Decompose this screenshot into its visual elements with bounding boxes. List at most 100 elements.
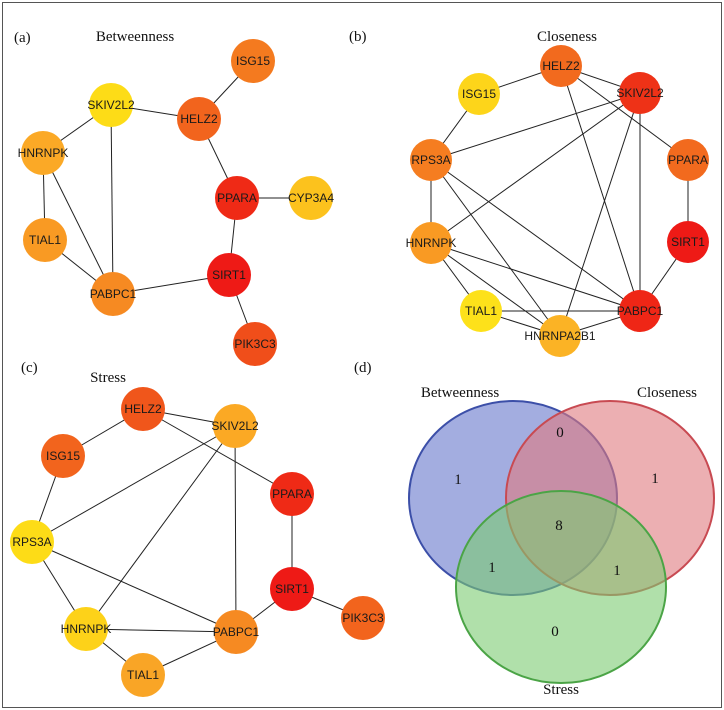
node-helz2 (121, 387, 165, 431)
venn-count-closeness-stress: 1 (613, 563, 621, 579)
panel-a-title: Betweenness (96, 29, 174, 45)
node-pabpc1 (91, 272, 135, 316)
node-label-isg15: ISG15 (462, 87, 496, 101)
node-label-sirt1: SIRT1 (212, 268, 246, 282)
node-label-skiv2l2: SKIV2L2 (616, 86, 664, 100)
edge-rps3a-pabpc1 (31, 541, 237, 633)
edge-rps3a-hnrnpa2b1 (430, 159, 561, 337)
node-pabpc1 (214, 610, 258, 654)
node-label-pik3c3: PIK3C3 (342, 611, 384, 625)
node-tial1 (460, 290, 502, 332)
venn-count-betweenness-only: 1 (454, 472, 462, 488)
node-label-helz2: HELZ2 (180, 112, 218, 126)
venn-count-closeness-only: 1 (651, 471, 659, 487)
venn-name-stress: Stress (543, 682, 579, 698)
node-label-cyp3a4: CYP3A4 (288, 191, 334, 205)
node-label-tial1: TIAL1 (465, 304, 497, 318)
edge-helz2-ppara (560, 65, 689, 161)
node-skiv2l2 (89, 83, 133, 127)
edge-skiv2l2-pabpc1 (234, 425, 237, 633)
edge-skiv2l2-pabpc1 (110, 104, 114, 295)
venn-name-betweenness: Betweenness (421, 385, 499, 401)
node-label-sirt1: SIRT1 (671, 235, 705, 249)
node-isg15 (41, 434, 85, 478)
edge-skiv2l2-rps3a (31, 425, 236, 543)
node-sirt1 (207, 253, 251, 297)
node-tial1 (23, 218, 67, 262)
edge-skiv2l2-rps3a (430, 92, 641, 161)
node-label-pabpc1: PABPC1 (617, 304, 664, 318)
node-label-tial1: TIAL1 (29, 233, 61, 247)
edge-hnrnpk-pabpc1 (85, 628, 237, 633)
node-label-skiv2l2: SKIV2L2 (87, 98, 135, 112)
node-label-helz2: HELZ2 (542, 59, 580, 73)
edge-skiv2l2-hnrnpk (430, 92, 641, 244)
node-label-rps3a: RPS3A (411, 153, 450, 167)
node-hnrnpk (410, 222, 452, 264)
node-label-hnrnpk: HNRNPK (61, 622, 112, 636)
node-label-skiv2l2: SKIV2L2 (211, 419, 259, 433)
venn-name-closeness: Closeness (637, 385, 697, 401)
node-skiv2l2 (619, 72, 661, 114)
panel-d-label: (d) (354, 360, 372, 376)
panel-b-label: (b) (349, 29, 367, 45)
node-hnrnpk (64, 607, 108, 651)
node-isg15 (458, 73, 500, 115)
node-cyp3a4 (289, 176, 333, 220)
node-label-tial1: TIAL1 (127, 668, 159, 682)
node-ppara (215, 176, 259, 220)
venn-count-all-three: 8 (555, 518, 563, 534)
node-helz2 (540, 45, 582, 87)
node-sirt1 (667, 221, 709, 263)
node-label-ppara: PPARA (272, 487, 312, 501)
edge-hnrnpk-pabpc1 (430, 242, 641, 312)
node-helz2 (177, 97, 221, 141)
venn-count-betweenness-stress: 1 (488, 560, 496, 576)
edge-helz2-pabpc1 (560, 65, 641, 312)
node-tial1 (121, 653, 165, 697)
panel-c-title: Stress (90, 370, 126, 386)
node-isg15 (231, 39, 275, 83)
node-label-pik3c3: PIK3C3 (234, 337, 276, 351)
edge-helz2-ppara (142, 408, 293, 495)
node-label-sirt1: SIRT1 (275, 582, 309, 596)
edge-skiv2l2-hnrnpa2b1 (559, 92, 641, 337)
edge-skiv2l2-hnrnpk (85, 425, 236, 630)
panel-a-label: (a) (14, 30, 31, 46)
node-sirt1 (270, 567, 314, 611)
node-ppara (270, 472, 314, 516)
node-label-pabpc1: PABPC1 (213, 625, 260, 639)
node-label-hnrnpk: HNRNPK (406, 236, 457, 250)
node-pik3c3 (233, 322, 277, 366)
node-rps3a (410, 139, 452, 181)
node-label-helz2: HELZ2 (124, 402, 162, 416)
node-label-ppara: PPARA (217, 191, 257, 205)
venn-count-betweenness-closeness: 0 (556, 425, 564, 441)
node-label-hnrnpa2b1: HNRNPA2B1 (524, 329, 595, 343)
node-rps3a (10, 520, 54, 564)
node-label-isg15: ISG15 (46, 449, 80, 463)
node-label-pabpc1: PABPC1 (90, 287, 137, 301)
node-label-ppara: PPARA (668, 153, 708, 167)
panel-c-label: (c) (21, 360, 38, 376)
node-ppara (667, 139, 709, 181)
node-hnrnpa2b1 (539, 315, 581, 357)
venn-circle-stress (455, 490, 667, 684)
node-label-hnrnpk: HNRNPK (18, 146, 69, 160)
node-pabpc1 (619, 290, 661, 332)
node-label-rps3a: RPS3A (12, 535, 51, 549)
edge-hnrnpk-hnrnpa2b1 (430, 242, 561, 337)
venn-count-stress-only: 0 (551, 624, 559, 640)
node-hnrnpk (21, 131, 65, 175)
panel-b-title: Closeness (537, 29, 597, 45)
node-label-isg15: ISG15 (236, 54, 270, 68)
node-skiv2l2 (213, 404, 257, 448)
panel-d-venn-diagram: (d) Betweenness Closeness Stress 1 1 0 8… (354, 360, 715, 698)
